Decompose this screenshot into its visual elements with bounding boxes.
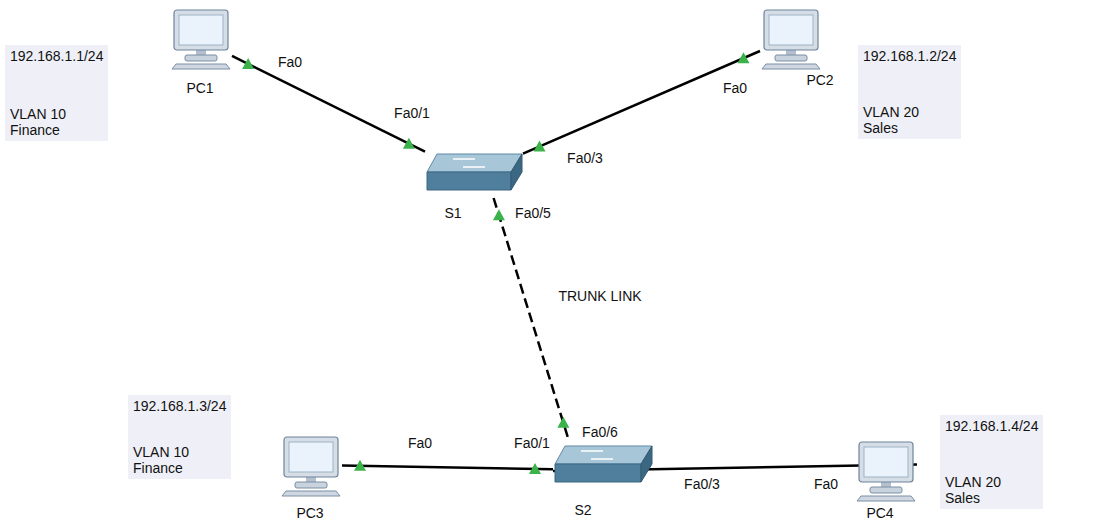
pc-icon <box>170 8 232 70</box>
port-label: Fa0 <box>408 435 432 451</box>
trunk-link <box>494 198 569 440</box>
port-label: Fa0/1 <box>514 435 550 451</box>
port-label: Fa0/3 <box>567 150 603 166</box>
access-link <box>342 466 553 470</box>
port-label: Fa0/6 <box>582 424 618 440</box>
switch-icon <box>553 440 653 490</box>
link-light <box>242 58 254 69</box>
port-label: Fa0/5 <box>515 205 551 221</box>
address-box: 192.168.1.3/24VLAN 10 Finance <box>128 395 231 479</box>
pc-node: PC3 <box>280 435 342 497</box>
link-light <box>529 463 541 474</box>
link-light <box>354 460 366 471</box>
pc-node: PC2 <box>760 8 822 70</box>
switch-node: S2 <box>553 440 653 490</box>
address-box: 192.168.1.2/24VLAN 20 Sales <box>858 45 961 139</box>
pc-node: PC1 <box>170 8 232 70</box>
device-name: S2 <box>574 502 591 518</box>
port-label: Fa0 <box>278 54 302 70</box>
address-box: 192.168.1.1/24VLAN 10 Finance <box>5 45 108 141</box>
port-label: Fa0/1 <box>394 105 430 121</box>
device-name: PC1 <box>186 80 213 96</box>
link-light <box>493 209 505 220</box>
device-name: PC2 <box>806 72 833 88</box>
port-label: Fa0 <box>723 80 747 96</box>
link-label: TRUNK LINK <box>556 288 643 304</box>
device-name: S1 <box>444 205 461 221</box>
switch-icon <box>425 148 523 198</box>
vlan-name: VLAN 20 Sales <box>945 474 1017 506</box>
address-box: 192.168.1.4/24VLAN 20 Sales <box>940 415 1043 509</box>
vlan-name: VLAN 10 Finance <box>10 106 82 138</box>
ip-address: 192.168.1.4/24 <box>945 418 1038 434</box>
vlan-name: VLAN 10 Finance <box>133 444 205 476</box>
access-link <box>232 56 425 152</box>
port-label: Fa0 <box>814 476 838 492</box>
device-name: PC4 <box>866 505 893 521</box>
ip-address: 192.168.1.3/24 <box>133 398 226 414</box>
ip-address: 192.168.1.2/24 <box>863 48 956 64</box>
link-light <box>403 138 415 149</box>
ip-address: 192.168.1.1/24 <box>10 48 103 64</box>
device-name: PC3 <box>296 505 323 521</box>
access-link <box>523 51 760 154</box>
link-light <box>737 52 749 63</box>
pc-node: PC4 <box>855 440 917 502</box>
link-light <box>534 141 546 152</box>
vlan-name: VLAN 20 Sales <box>863 104 935 136</box>
port-label: Fa0/3 <box>684 476 720 492</box>
pc-icon <box>280 435 342 497</box>
pc-icon <box>855 440 917 502</box>
link-light <box>557 417 569 428</box>
pc-icon <box>760 8 822 70</box>
switch-node: S1 <box>425 148 523 198</box>
